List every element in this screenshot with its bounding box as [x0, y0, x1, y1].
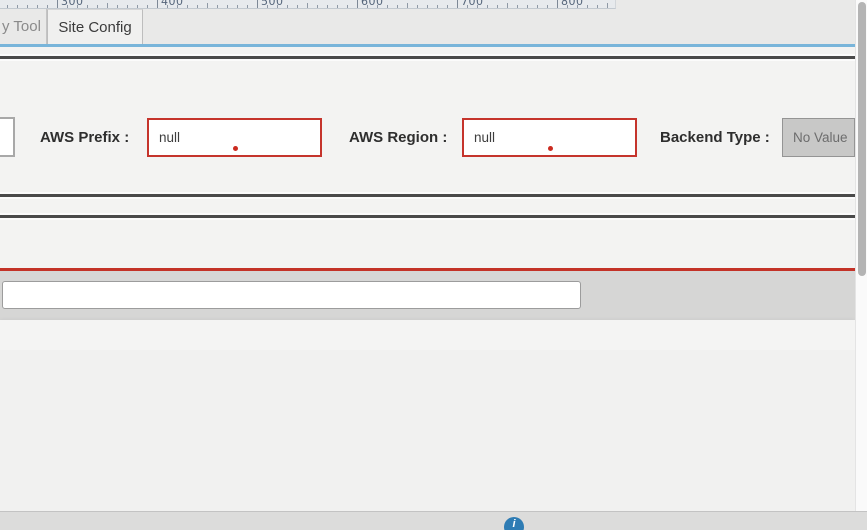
ruler-tick [277, 5, 278, 8]
ruler-tick [387, 5, 388, 8]
vertical-scrollbar-track[interactable] [855, 0, 867, 511]
ruler-tick [347, 5, 348, 8]
ruler-tick [7, 5, 8, 8]
ruler-tick [87, 5, 88, 8]
ruler-tick [547, 5, 548, 8]
ruler-tick [337, 5, 338, 8]
ruler-tick [207, 3, 208, 8]
section-divider-mid-1 [0, 194, 855, 197]
ruler-tick [377, 5, 378, 8]
tab-site-config-label: Site Config [58, 18, 132, 36]
info-icon[interactable]: i [504, 517, 524, 530]
backend-type-dropdown[interactable]: No Value [782, 118, 855, 157]
ruler-tick [577, 5, 578, 8]
ruler-tick [167, 5, 168, 8]
info-icon-glyph: i [512, 518, 516, 530]
active-tab-underline [0, 44, 855, 47]
ruler-tick [587, 5, 588, 8]
ruler-tick [427, 5, 428, 8]
ruler-tick [437, 5, 438, 8]
ruler-tick [27, 5, 28, 8]
ruler-label: 500 [261, 0, 284, 8]
validation-error-dot [548, 146, 553, 151]
ruler-tick [317, 5, 318, 8]
ruler-tick [247, 5, 248, 8]
ruler-tick [97, 5, 98, 8]
ruler-tick [537, 5, 538, 8]
header-bar: 300 400 500 600 700 800 y Tool Site Config [0, 0, 867, 47]
ruler-tick [477, 5, 478, 8]
ruler-tick [297, 5, 298, 8]
section-divider-top [0, 56, 855, 59]
aws-prefix-field-wrapper [147, 118, 322, 157]
ruler-tick [17, 5, 18, 8]
ruler-tick [187, 5, 188, 8]
ruler-tick [357, 0, 358, 8]
ruler-tick [607, 3, 608, 8]
ruler-tick [197, 5, 198, 8]
ruler-tick [557, 0, 558, 8]
ruler-tick [227, 5, 228, 8]
ruler-tick [567, 5, 568, 8]
ruler-tick [117, 5, 118, 8]
ruler-label: 400 [161, 0, 184, 8]
ruler-tick [457, 0, 458, 8]
ruler-tick [137, 5, 138, 8]
tab-tool-label: y Tool [2, 18, 41, 35]
ruler-label: 700 [461, 0, 484, 8]
ruler-tick [517, 5, 518, 8]
ruler-tick [467, 5, 468, 8]
ruler-tick [47, 5, 48, 8]
lower-content-area [0, 350, 855, 511]
ruler-tick [407, 3, 408, 8]
ruler-tick [597, 5, 598, 8]
vertical-scrollbar-thumb[interactable] [857, 2, 866, 276]
ruler-tick [257, 0, 258, 8]
ruler-tick [217, 5, 218, 8]
ruler-tick [147, 5, 148, 8]
footer-bar [0, 511, 867, 530]
tab-site-config[interactable]: Site Config [47, 9, 143, 44]
ruler-label: 600 [361, 0, 384, 8]
ruler-tick [447, 5, 448, 8]
panel-bottom-strip [0, 320, 855, 350]
aws-region-field-wrapper [462, 118, 637, 157]
ruler-tick [487, 5, 488, 8]
section-divider-mid-2 [0, 215, 855, 218]
filter-input[interactable] [2, 281, 581, 309]
ruler-tick [397, 5, 398, 8]
ruler-tick [127, 5, 128, 8]
ruler-tick [37, 5, 38, 8]
tab-tool[interactable]: y Tool [0, 9, 47, 44]
ruler-tick [177, 5, 178, 8]
ruler-label: 800 [561, 0, 584, 8]
backend-type-label: Backend Type : [660, 129, 770, 146]
ruler-tick [77, 5, 78, 8]
ruler-label: 300 [61, 0, 84, 8]
ruler-tick [417, 5, 418, 8]
ruler-tick [57, 0, 58, 8]
ruler-tick [497, 5, 498, 8]
filter-toolbar [0, 268, 855, 320]
clipped-left-input[interactable] [0, 117, 15, 157]
ruler-tick [157, 0, 158, 8]
validation-error-dot [233, 146, 238, 151]
ruler-tick [327, 5, 328, 8]
page-content: AWS Prefix : AWS Region : Backend Type :… [0, 47, 855, 511]
ruler-tick [307, 3, 308, 8]
ruler-tick [507, 3, 508, 8]
ruler-tick [237, 5, 238, 8]
aws-region-label: AWS Region : [349, 129, 448, 146]
ruler-tick [287, 5, 288, 8]
ruler-tick [67, 5, 68, 8]
ruler-tick [527, 5, 528, 8]
aws-prefix-label: AWS Prefix : [40, 129, 130, 146]
ruler-tick [107, 3, 108, 8]
horizontal-ruler: 300 400 500 600 700 800 [0, 0, 616, 9]
ruler-tick [267, 5, 268, 8]
ruler-tick [367, 5, 368, 8]
